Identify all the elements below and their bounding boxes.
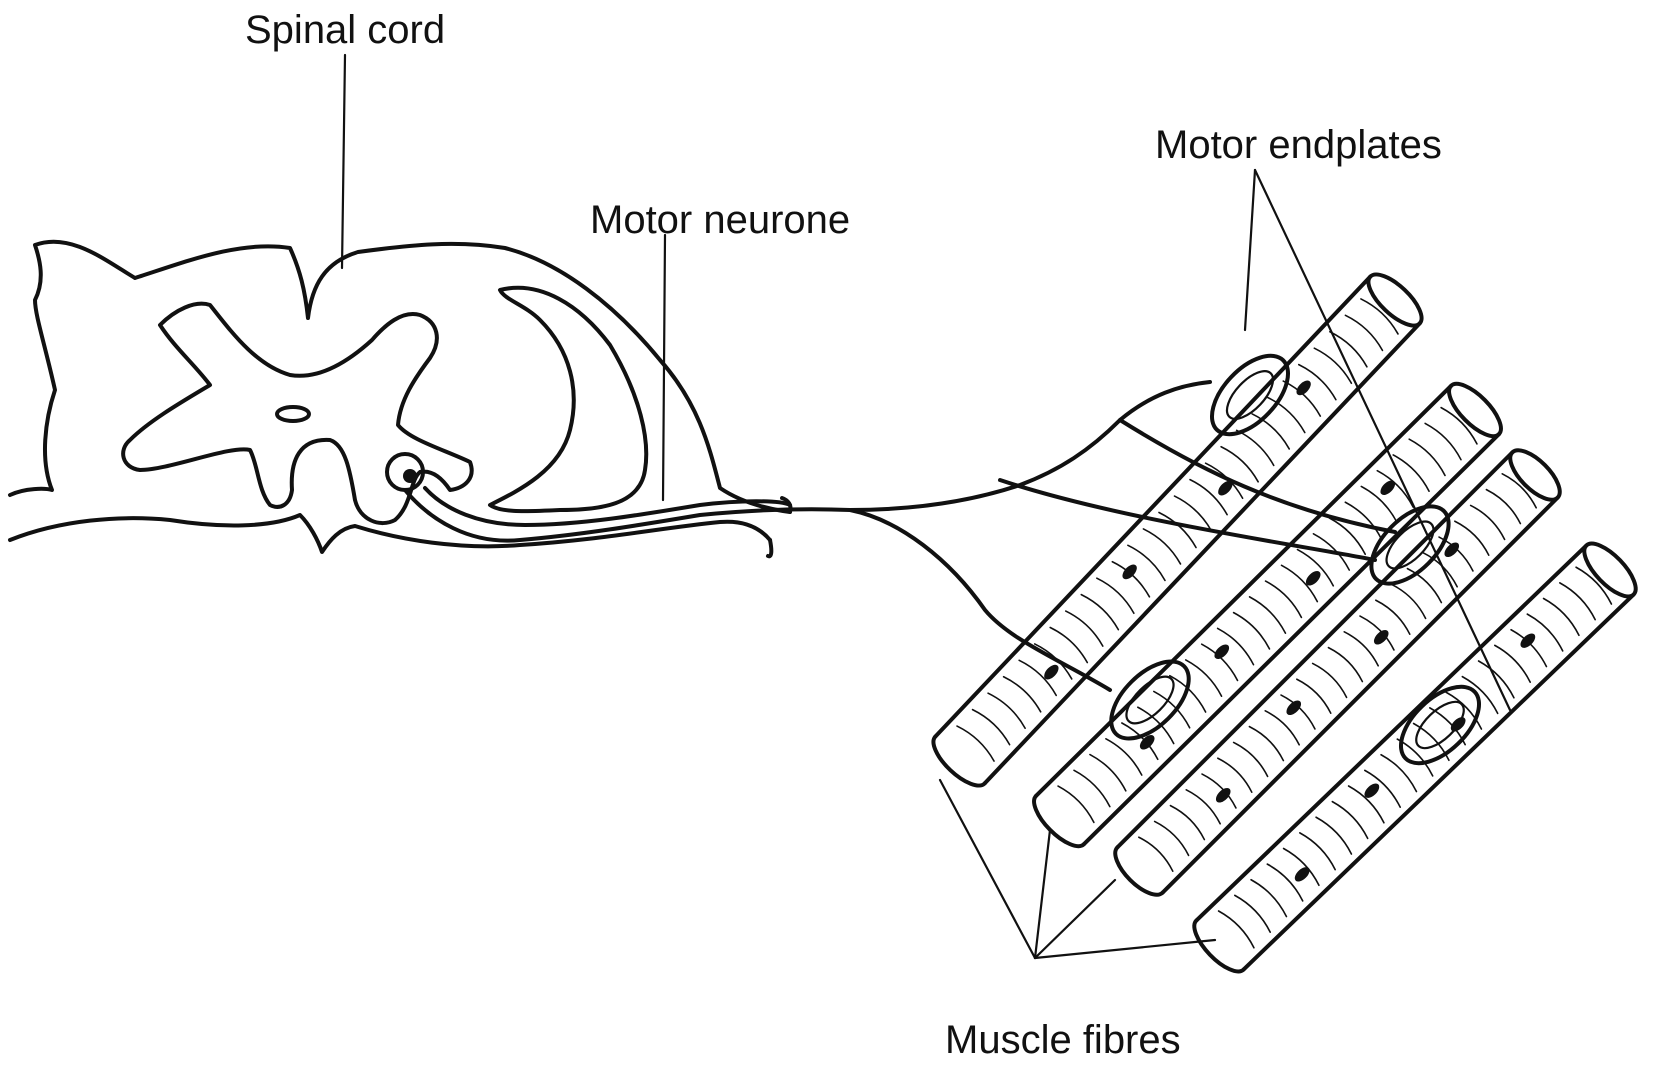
muscle-fibres: [933, 266, 1643, 971]
striation: [1281, 695, 1315, 729]
striation: [1455, 521, 1489, 555]
striation: [1218, 758, 1252, 792]
striation: [957, 726, 994, 761]
striation: [1234, 742, 1268, 776]
axon-branch-2: [1000, 480, 1375, 560]
striation: [1344, 632, 1378, 666]
striation: [1297, 679, 1331, 713]
spinal-cord-outline: [10, 242, 790, 512]
striation: [1486, 490, 1520, 524]
striation: [1219, 911, 1254, 948]
muscle-fibre: [1194, 536, 1643, 972]
fibre-tail-cap: [1115, 847, 1162, 894]
motor-endplate-inner: [1219, 364, 1281, 427]
axon-branch-1: [850, 510, 1110, 690]
label-motor-endplates: Motor endplates: [1155, 125, 1442, 165]
fibre-nucleus: [1292, 864, 1312, 884]
fibre-nucleus: [1284, 698, 1304, 718]
striation: [1170, 806, 1204, 840]
fibres-leader-1: [940, 780, 1035, 958]
fibre-nucleus: [1371, 627, 1391, 647]
label-muscle-fibres: Muscle fibres: [945, 1020, 1181, 1060]
motor-neurone-leader: [663, 235, 665, 500]
striation: [1313, 663, 1347, 697]
striation: [1392, 584, 1426, 618]
endplates-leader-2: [1255, 170, 1510, 710]
striation: [1155, 821, 1189, 855]
motor-endplate-inner: [1119, 669, 1181, 731]
fibre-end-cap: [1441, 376, 1509, 444]
striation: [1265, 711, 1299, 745]
fibre-tail-cap: [1194, 920, 1243, 971]
motor-endplate: [1358, 493, 1463, 598]
grey-matter: [123, 304, 472, 523]
axon-branch-3: [1120, 420, 1395, 532]
label-motor-neurone: Motor neurone: [590, 200, 850, 240]
fibre-nucleus: [1518, 631, 1538, 651]
striation: [1058, 786, 1094, 822]
striation: [1186, 790, 1220, 824]
striation: [1249, 727, 1283, 761]
striation: [1471, 505, 1505, 539]
motor-neurone-axon: [405, 382, 1210, 541]
spinal-cord-leader: [342, 55, 345, 268]
fibres-leader-4: [1035, 940, 1215, 958]
fibre-nucleus: [1213, 785, 1233, 805]
endplates-leader-1: [1245, 170, 1255, 330]
label-spinal-cord: Spinal cord: [245, 10, 445, 50]
central-canal: [277, 407, 309, 421]
striation: [1423, 553, 1457, 587]
fibre-tail-cap: [1034, 796, 1084, 846]
fibre-end-cap: [1361, 266, 1430, 333]
fibres-leader-2: [1035, 830, 1050, 958]
striation: [1139, 837, 1173, 871]
striation: [1202, 774, 1236, 808]
motor-endplate: [1198, 342, 1302, 447]
fibre-tail-cap: [933, 737, 984, 786]
fibres-leader-3: [1035, 880, 1115, 958]
motor-neurone-nucleus: [403, 469, 417, 483]
fibre-end-cap: [1576, 536, 1643, 604]
fibre-end-cap: [1502, 442, 1567, 507]
muscle-fibre: [1115, 442, 1567, 894]
fibre-outline: [1196, 545, 1633, 969]
fibre-nucleus: [1378, 478, 1398, 498]
striation: [1360, 616, 1394, 650]
striation: [1376, 600, 1410, 634]
striation: [1328, 648, 1362, 682]
